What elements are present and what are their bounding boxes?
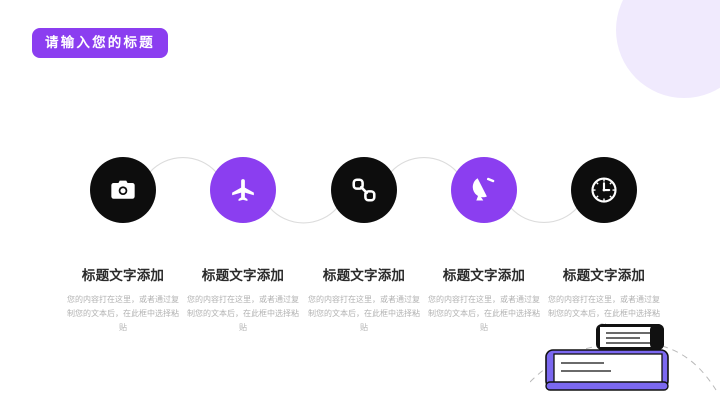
step-body-5: 您的内容打在这里，或者通过复制您的文本后，在此框中选择粘贴 [548, 294, 660, 332]
step-circle-5[interactable] [571, 157, 637, 223]
step-heading-1: 标题文字添加 [81, 268, 165, 283]
step-body-4: 您的内容打在这里，或者通过复制您的文本后，在此框中选择粘贴 [428, 294, 540, 332]
page-title: 请输入您的标题 [45, 35, 155, 51]
step-item-2[interactable]: 标题文字添加 您的内容打在这里，或者通过复制您的文本后，在此框中选择粘贴 [171, 157, 315, 335]
step-circle-4[interactable] [451, 157, 517, 223]
satellite-dish-icon [472, 177, 495, 201]
airplane-icon [232, 179, 254, 201]
step-body-1: 您的内容打在这里，或者通过复制您的文本后，在此框中选择粘贴 [67, 294, 179, 332]
camera-icon [111, 180, 135, 199]
step-circle-3[interactable] [331, 157, 397, 223]
step-item-1[interactable]: 标题文字添加 您的内容打在这里，或者通过复制您的文本后，在此框中选择粘贴 [51, 157, 195, 335]
step-body-3: 您的内容打在这里，或者通过复制您的文本后，在此框中选择粘贴 [308, 294, 420, 332]
step-heading-2: 标题文字添加 [201, 268, 285, 283]
step-circle-2[interactable] [210, 157, 276, 223]
link-icon [352, 178, 376, 202]
slide-title-badge[interactable]: 请输入您的标题 [32, 28, 168, 58]
step-heading-4: 标题文字添加 [442, 268, 526, 283]
step-heading-3: 标题文字添加 [322, 268, 406, 283]
step-circle-1[interactable] [90, 157, 156, 223]
step-body-2: 您的内容打在这里，或者通过复制您的文本后，在此框中选择粘贴 [187, 294, 299, 332]
clock-icon [591, 177, 617, 203]
step-item-5[interactable]: 标题文字添加 您的内容打在这里，或者通过复制您的文本后，在此框中选择粘贴 [532, 157, 676, 335]
step-item-4[interactable]: 标题文字添加 您的内容打在这里，或者通过复制您的文本后，在此框中选择粘贴 [412, 157, 556, 335]
step-heading-5: 标题文字添加 [562, 268, 646, 283]
step-item-3[interactable]: 标题文字添加 您的内容打在这里，或者通过复制您的文本后，在此框中选择粘贴 [292, 157, 436, 335]
